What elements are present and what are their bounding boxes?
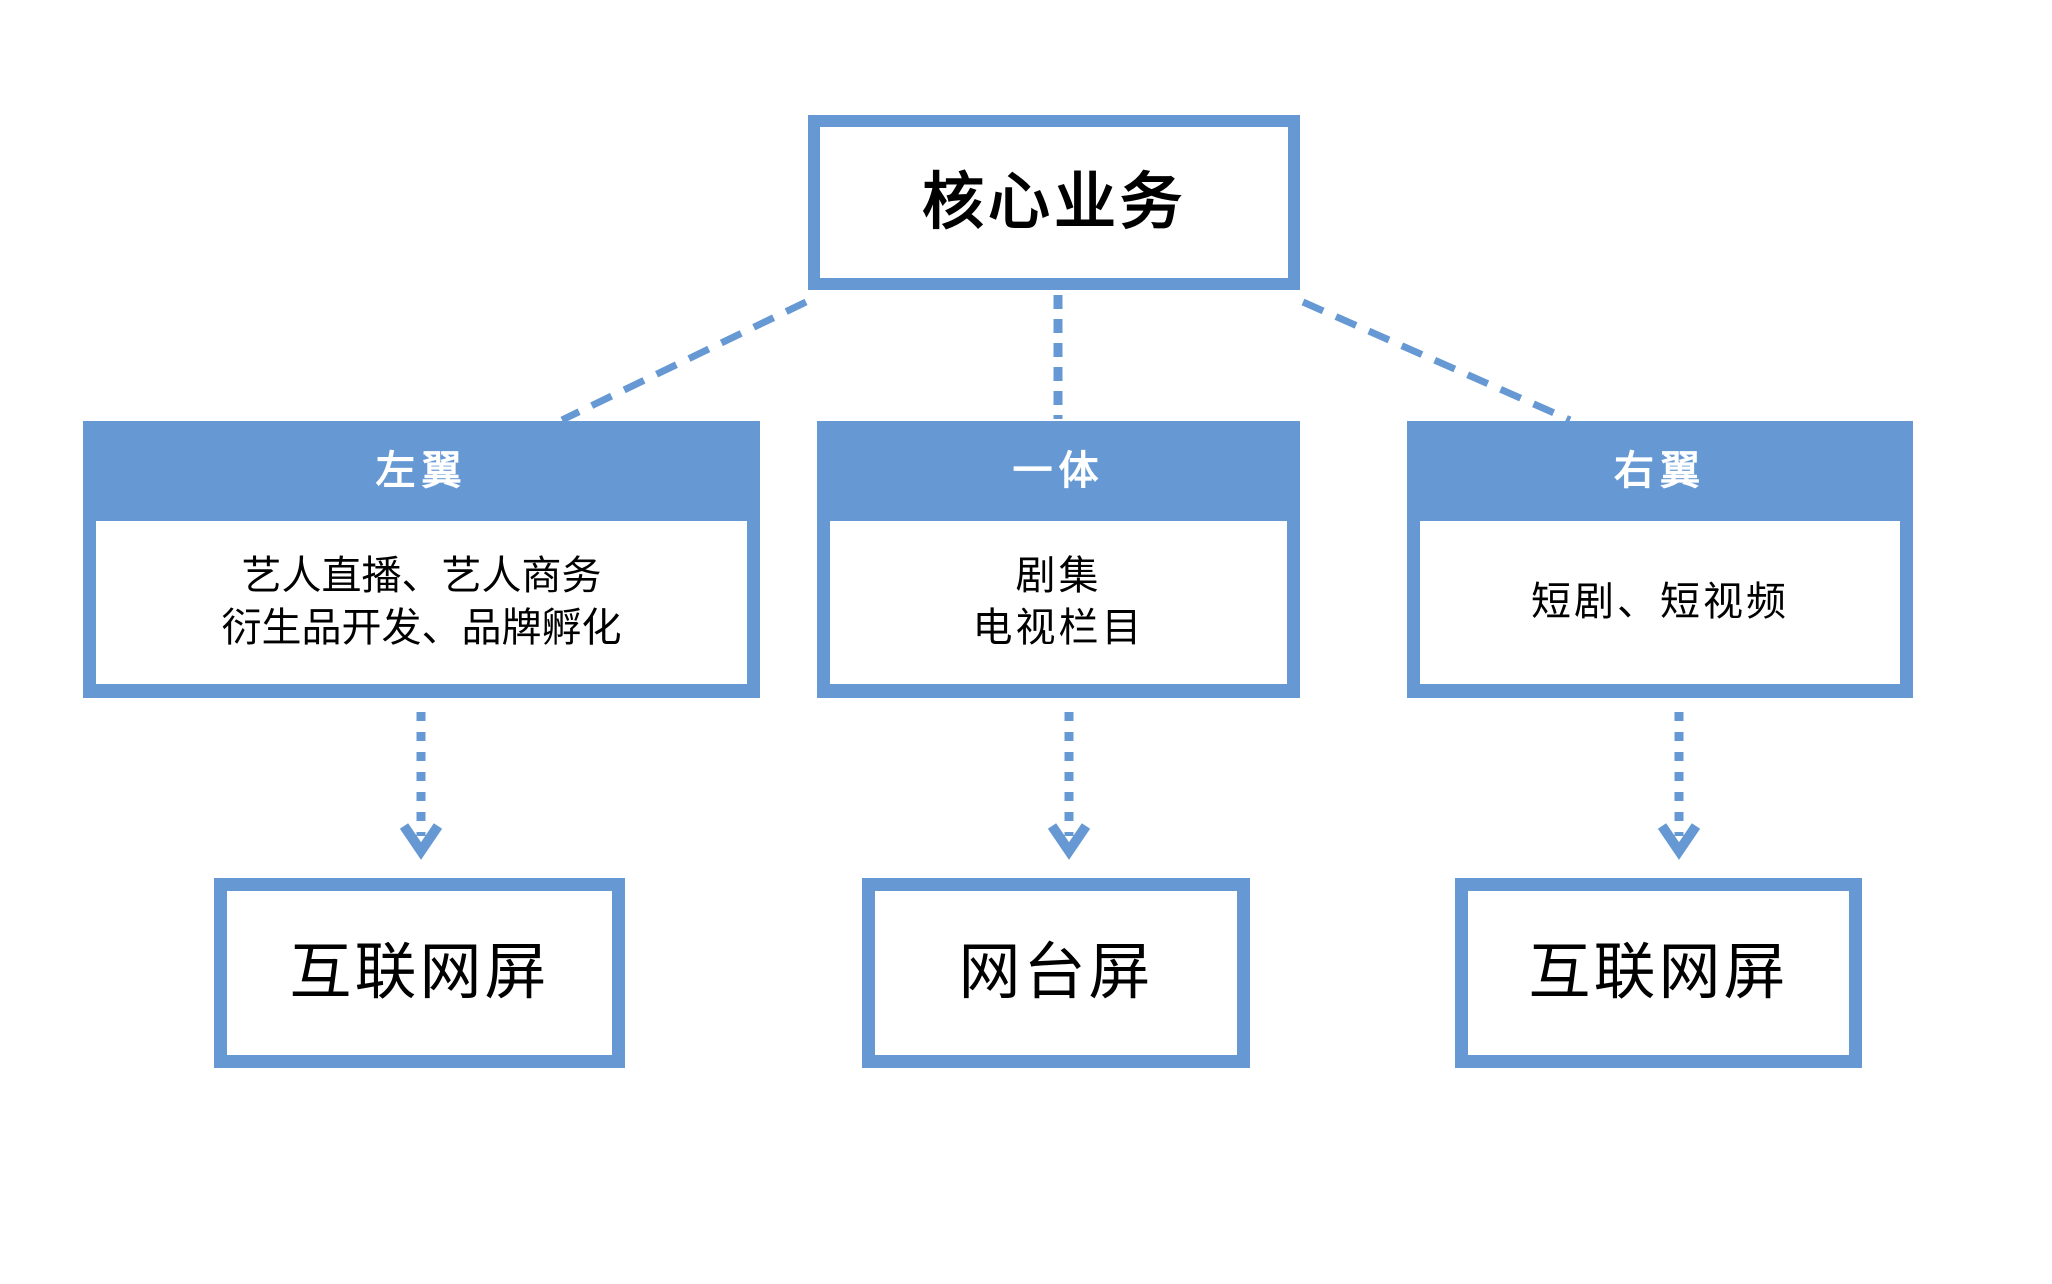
panel-left-wing-body: 艺人直播、艺人商务 衍生品开发、品牌孵化 [96,521,747,684]
panel-left-wing-line-1: 艺人直播、艺人商务 [241,554,602,599]
leaf-node-internet-screen-right[interactable]: 互联网屏 [1455,878,1862,1068]
arrow-integrated-to-leaf [1047,712,1091,860]
arrow-right-wing-to-leaf [1657,712,1701,860]
panel-left-wing-header: 左翼 [375,448,468,493]
panel-integrated-line-2: 电视栏目 [972,605,1145,650]
panel-integrated[interactable]: 一体 剧集 电视栏目 [817,421,1300,698]
panel-right-wing-header: 右翼 [1614,448,1706,493]
panel-integrated-header: 一体 [1012,448,1105,493]
connector-root-to-right-wing [1301,298,1572,424]
panel-integrated-line-1: 剧集 [1015,554,1102,599]
panel-right-wing[interactable]: 右翼 短剧、短视频 [1407,421,1913,698]
panel-left-wing-line-2: 衍生品开发、品牌孵化 [221,605,622,650]
arrow-left-wing-to-leaf [399,712,443,860]
connector-root-to-left-wing [560,298,808,424]
leaf-node-label: 网台屏 [958,938,1154,1007]
leaf-node-network-tv-screen[interactable]: 网台屏 [862,878,1250,1068]
leaf-node-label: 互联网屏 [1528,938,1789,1007]
panel-right-wing-body: 短剧、短视频 [1420,521,1900,684]
leaf-node-internet-screen-left[interactable]: 互联网屏 [214,878,625,1068]
root-node-core-business[interactable]: 核心业务 [808,115,1300,290]
panel-left-wing[interactable]: 左翼 艺人直播、艺人商务 衍生品开发、品牌孵化 [83,421,760,698]
leaf-node-label: 互联网屏 [289,938,550,1007]
panel-integrated-body: 剧集 电视栏目 [830,521,1287,684]
panel-right-wing-line-1: 短剧、短视频 [1531,579,1789,624]
root-node-label: 核心业务 [921,167,1186,237]
